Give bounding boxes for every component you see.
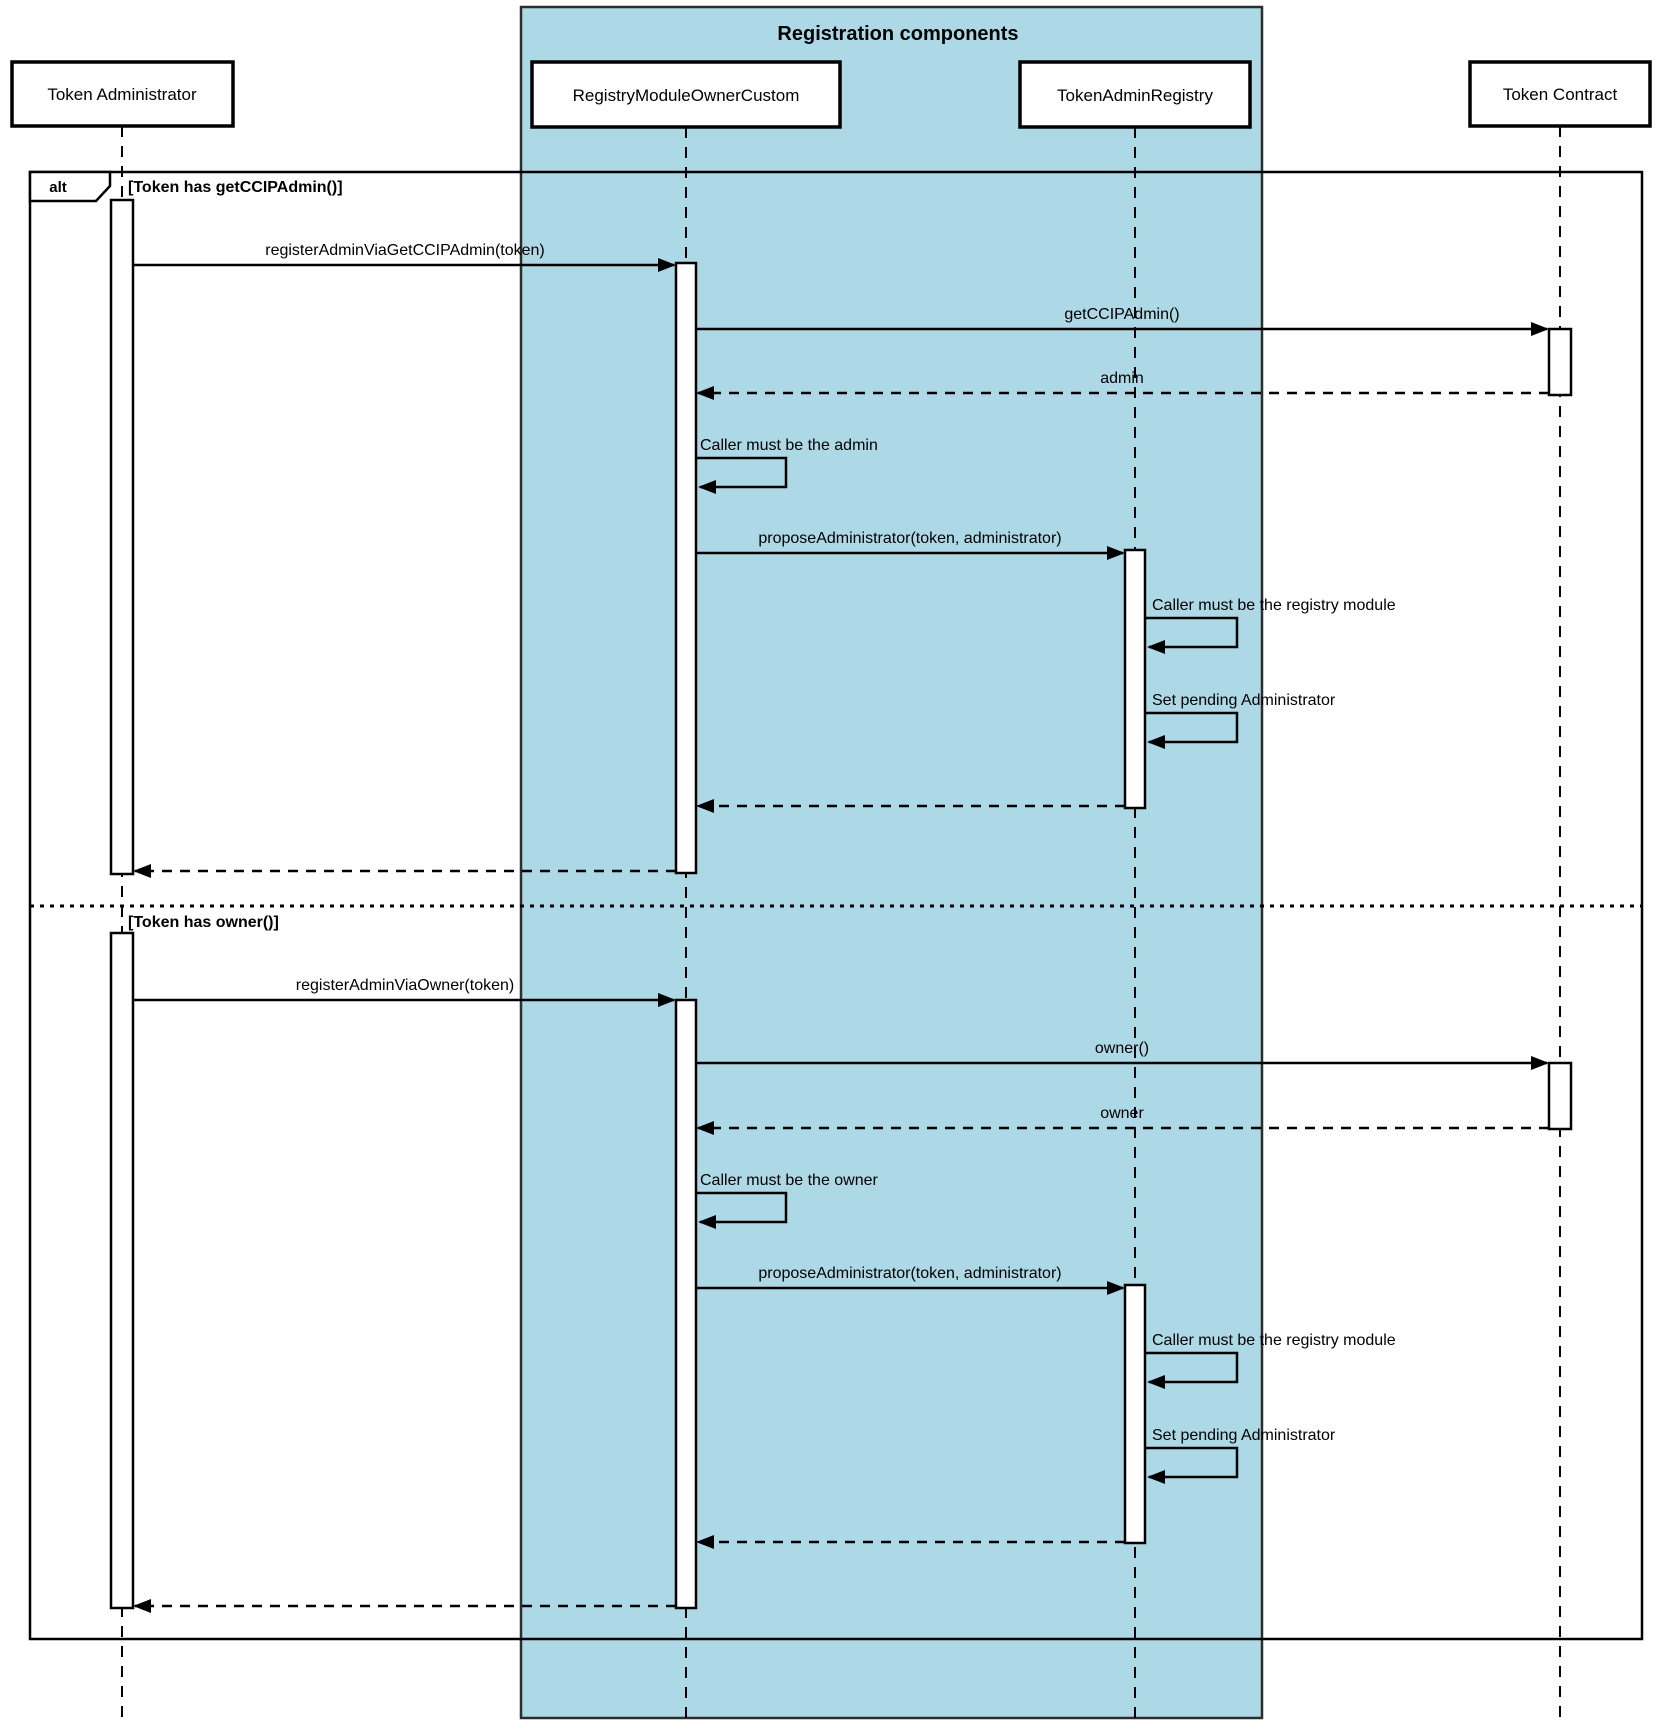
message-register-admin-via-getccipadmin: registerAdminViaGetCCIPAdmin(token) <box>133 242 676 272</box>
participant-token-contract: Token Contract <box>1468 60 1652 128</box>
activation-token-administrator-1 <box>109 198 135 876</box>
participant-registry-module-owner-custom: RegistryModuleOwnerCustom <box>530 60 842 129</box>
registration-components-region <box>519 5 1264 1720</box>
message-label: registerAdminViaOwner(token) <box>296 977 514 994</box>
participant-name: Token Administrator <box>47 85 197 104</box>
activation-token-administrator-2 <box>109 931 135 1610</box>
message-owner-return: owner <box>696 1105 1549 1135</box>
participant-name: TokenAdminRegistry <box>1057 86 1213 105</box>
message-label: owner <box>1100 1105 1144 1122</box>
alt-guard-2: [Token has owner()] <box>128 914 279 931</box>
message-label: Caller must be the admin <box>700 437 878 454</box>
message-label: Caller must be the registry module <box>1152 1332 1396 1349</box>
message-propose-administrator-2: proposeAdministrator(token, administrato… <box>696 1265 1125 1295</box>
activation-token-contract-2 <box>1547 1061 1573 1131</box>
message-label: proposeAdministrator(token, administrato… <box>758 530 1061 547</box>
self-message-line <box>1146 1446 1239 1484</box>
activation-registry-module-1 <box>674 261 698 875</box>
self-message-caller-must-be-owner: Caller must be the owner <box>697 1172 879 1229</box>
message-label: admin <box>1100 370 1144 387</box>
participant-box <box>1468 60 1652 128</box>
activation-token-contract-1 <box>1547 327 1573 397</box>
participant-box <box>1018 60 1252 129</box>
message-label: proposeAdministrator(token, administrato… <box>758 1265 1061 1282</box>
message-label: Caller must be the owner <box>700 1172 879 1189</box>
message-label: Set pending Administrator <box>1152 1427 1336 1444</box>
self-message-line <box>1146 616 1239 654</box>
self-message-caller-must-be-registry-2: Caller must be the registry module <box>1146 1332 1396 1389</box>
self-message-line <box>697 1191 788 1229</box>
participant-box <box>530 60 842 129</box>
message-get-ccip-admin: getCCIPAdmin() <box>696 306 1549 336</box>
self-message-caller-must-be-registry-1: Caller must be the registry module <box>1146 597 1396 654</box>
message-propose-administrator-1: proposeAdministrator(token, administrato… <box>696 530 1125 560</box>
alt-frame-operator: alt <box>49 179 67 196</box>
self-message-line <box>1146 1351 1239 1389</box>
self-message-set-pending-administrator-1: Set pending Administrator <box>1146 692 1336 749</box>
message-label: Caller must be the registry module <box>1152 597 1396 614</box>
participant-name: RegistryModuleOwnerCustom <box>573 86 800 105</box>
self-message-line <box>1146 711 1239 749</box>
participant-token-administrator: Token Administrator <box>10 60 235 128</box>
alt-frame-operator-pentagon <box>28 170 112 203</box>
activation-token-admin-registry-1 <box>1123 548 1147 810</box>
participant-token-admin-registry: TokenAdminRegistry <box>1018 60 1252 129</box>
message-register-admin-via-owner: registerAdminViaOwner(token) <box>133 977 676 1007</box>
message-label: registerAdminViaGetCCIPAdmin(token) <box>265 242 545 259</box>
message-owner-call: owner() <box>696 1040 1549 1070</box>
registration-components-title: Registration components <box>777 23 1018 45</box>
self-message-caller-must-be-admin: Caller must be the admin <box>697 437 878 494</box>
activation-token-admin-registry-2 <box>1123 1283 1147 1545</box>
self-message-line <box>697 456 788 494</box>
participant-name: Token Contract <box>1503 85 1618 104</box>
message-admin-return: admin <box>696 370 1549 400</box>
message-label: getCCIPAdmin() <box>1064 306 1179 323</box>
self-message-set-pending-administrator-2: Set pending Administrator <box>1146 1427 1336 1484</box>
alt-guard-1: [Token has getCCIPAdmin()] <box>128 179 343 196</box>
message-label: owner() <box>1095 1040 1149 1057</box>
participant-box <box>10 60 235 128</box>
activation-registry-module-2 <box>674 998 698 1610</box>
message-label: Set pending Administrator <box>1152 692 1336 709</box>
